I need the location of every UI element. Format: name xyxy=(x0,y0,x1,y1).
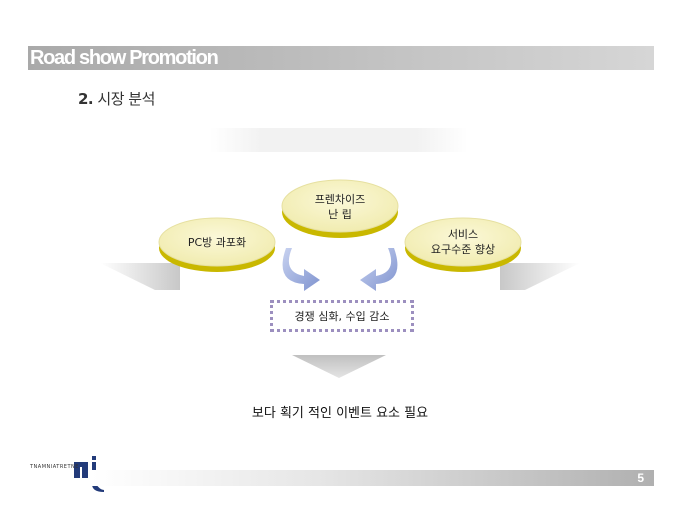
conclusion-text: 보다 획기 적인 이벤트 요소 필요 xyxy=(251,406,429,421)
left-wedge xyxy=(100,263,180,290)
oval-right xyxy=(404,217,522,272)
node-right-label: 서비스 요구수준 향상 xyxy=(406,227,520,257)
footer-bar: 5 xyxy=(92,470,654,486)
node-center-line2: 난 립 xyxy=(328,208,352,221)
node-right-line1: 서비스 xyxy=(447,228,479,241)
header-bar: Road show Promotion xyxy=(28,46,654,70)
down-triangle xyxy=(292,355,386,378)
node-left-label: PC방 과포화 xyxy=(160,235,274,250)
result-label: 경쟁 심화, 수입 감소 xyxy=(294,310,390,323)
oval-left xyxy=(158,217,276,272)
section-number: 2. xyxy=(78,90,94,108)
logo-text: TNAMNIATRETNE xyxy=(30,464,79,470)
node-center-label: 프렌차이즈 난 립 xyxy=(283,192,397,222)
section-title: 2. 시장 분석 xyxy=(78,88,155,109)
arrow-right-icon xyxy=(360,248,398,291)
result-box: 경쟁 심화, 수입 감소 xyxy=(270,300,414,332)
page-number: 5 xyxy=(637,471,644,485)
node-right-line2: 요구수준 향상 xyxy=(430,243,496,256)
right-wedge xyxy=(500,263,580,290)
oval-center xyxy=(281,179,399,238)
header-title: Road show Promotion xyxy=(30,47,219,69)
arrow-left-icon xyxy=(282,248,320,291)
node-left-line1: PC방 과포화 xyxy=(187,236,247,249)
section-label: 시장 분석 xyxy=(97,90,155,108)
node-center-line1: 프렌차이즈 xyxy=(314,193,366,206)
faint-banner xyxy=(210,128,468,152)
